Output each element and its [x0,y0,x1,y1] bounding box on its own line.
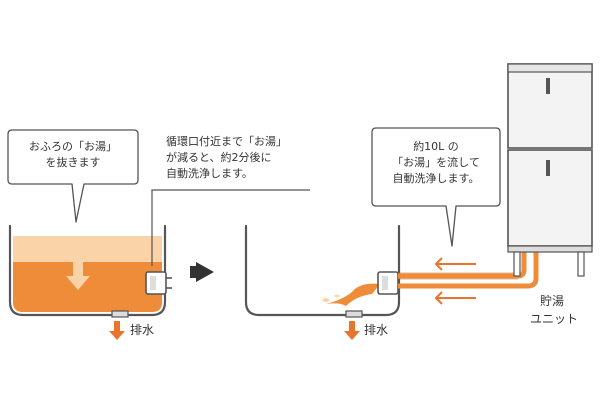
pipe-upper [398,246,527,279]
unit-label-line1: 貯湯 [540,294,565,308]
unit-leg-right [577,251,585,277]
drain-label-left: 排水 [130,323,155,337]
speech-bubble-left [7,129,139,223]
bathtub-after [244,224,401,340]
circulation-port-icon [145,271,172,295]
bubble-right-line3: 自動洗浄します。 [392,172,480,185]
left-arrow-icon [434,291,476,305]
pipe-outline-upper [398,272,518,280]
unit-top-trim [507,63,593,73]
drain-plug [111,310,129,318]
note-middle-line1: 循環口付近まで「お湯」 [166,135,287,148]
pipe-lower [398,246,539,289]
unit-label-line2: ユニット [530,312,579,326]
bubble-right-text: 約10L の 「お湯」を流して 自動洗浄します。 [372,139,500,187]
bubble-right-line2: 「お湯」を流して [392,156,480,169]
unit-handle-lower [546,160,550,176]
note-middle-line3: 自動洗浄します。 [166,167,253,180]
left-arrow-icon [434,257,476,271]
unit-body-lower [507,149,593,247]
note-middle-text: 循環口付近まで「お湯」 が減ると、約2分後に 自動洗浄します。 [166,134,287,182]
bathtub-outline-right [244,224,401,317]
hot-water-splash [326,283,380,306]
right-arrow-tail [190,266,197,278]
unit-base [507,245,593,253]
bubble-right-line1: 約10L の [413,140,459,153]
drain-arrow-icon [109,321,125,340]
unit-label: 貯湯 ユニット [530,292,578,328]
bathtub-before [8,224,172,340]
bubble-left-line2: を抜きます [45,156,101,169]
unit-body-upper [507,63,593,149]
note-middle-line2: が減ると、約2分後に [166,151,272,164]
bath-water-dark [13,262,162,312]
bubble-left-line1: おふろの「お湯」 [29,140,117,153]
hot-water-splash-drops [322,294,340,302]
drain-plug-right [345,310,363,318]
note-leader-line [151,189,310,266]
down-arrow-icon [66,262,90,290]
circulation-port-icon [377,271,399,295]
drain-label-right: 排水 [364,323,389,337]
bathtub-outline [8,224,167,317]
unit-leg-left [513,251,521,277]
unit-handle-upper [546,78,550,94]
drain-arrow-icon [344,321,360,340]
bubble-left-text: おふろの「お湯」 を抜きます [8,139,138,171]
storage-unit [507,63,593,277]
right-triangle-arrow-icon [196,262,214,282]
speech-bubble-right [371,127,501,247]
